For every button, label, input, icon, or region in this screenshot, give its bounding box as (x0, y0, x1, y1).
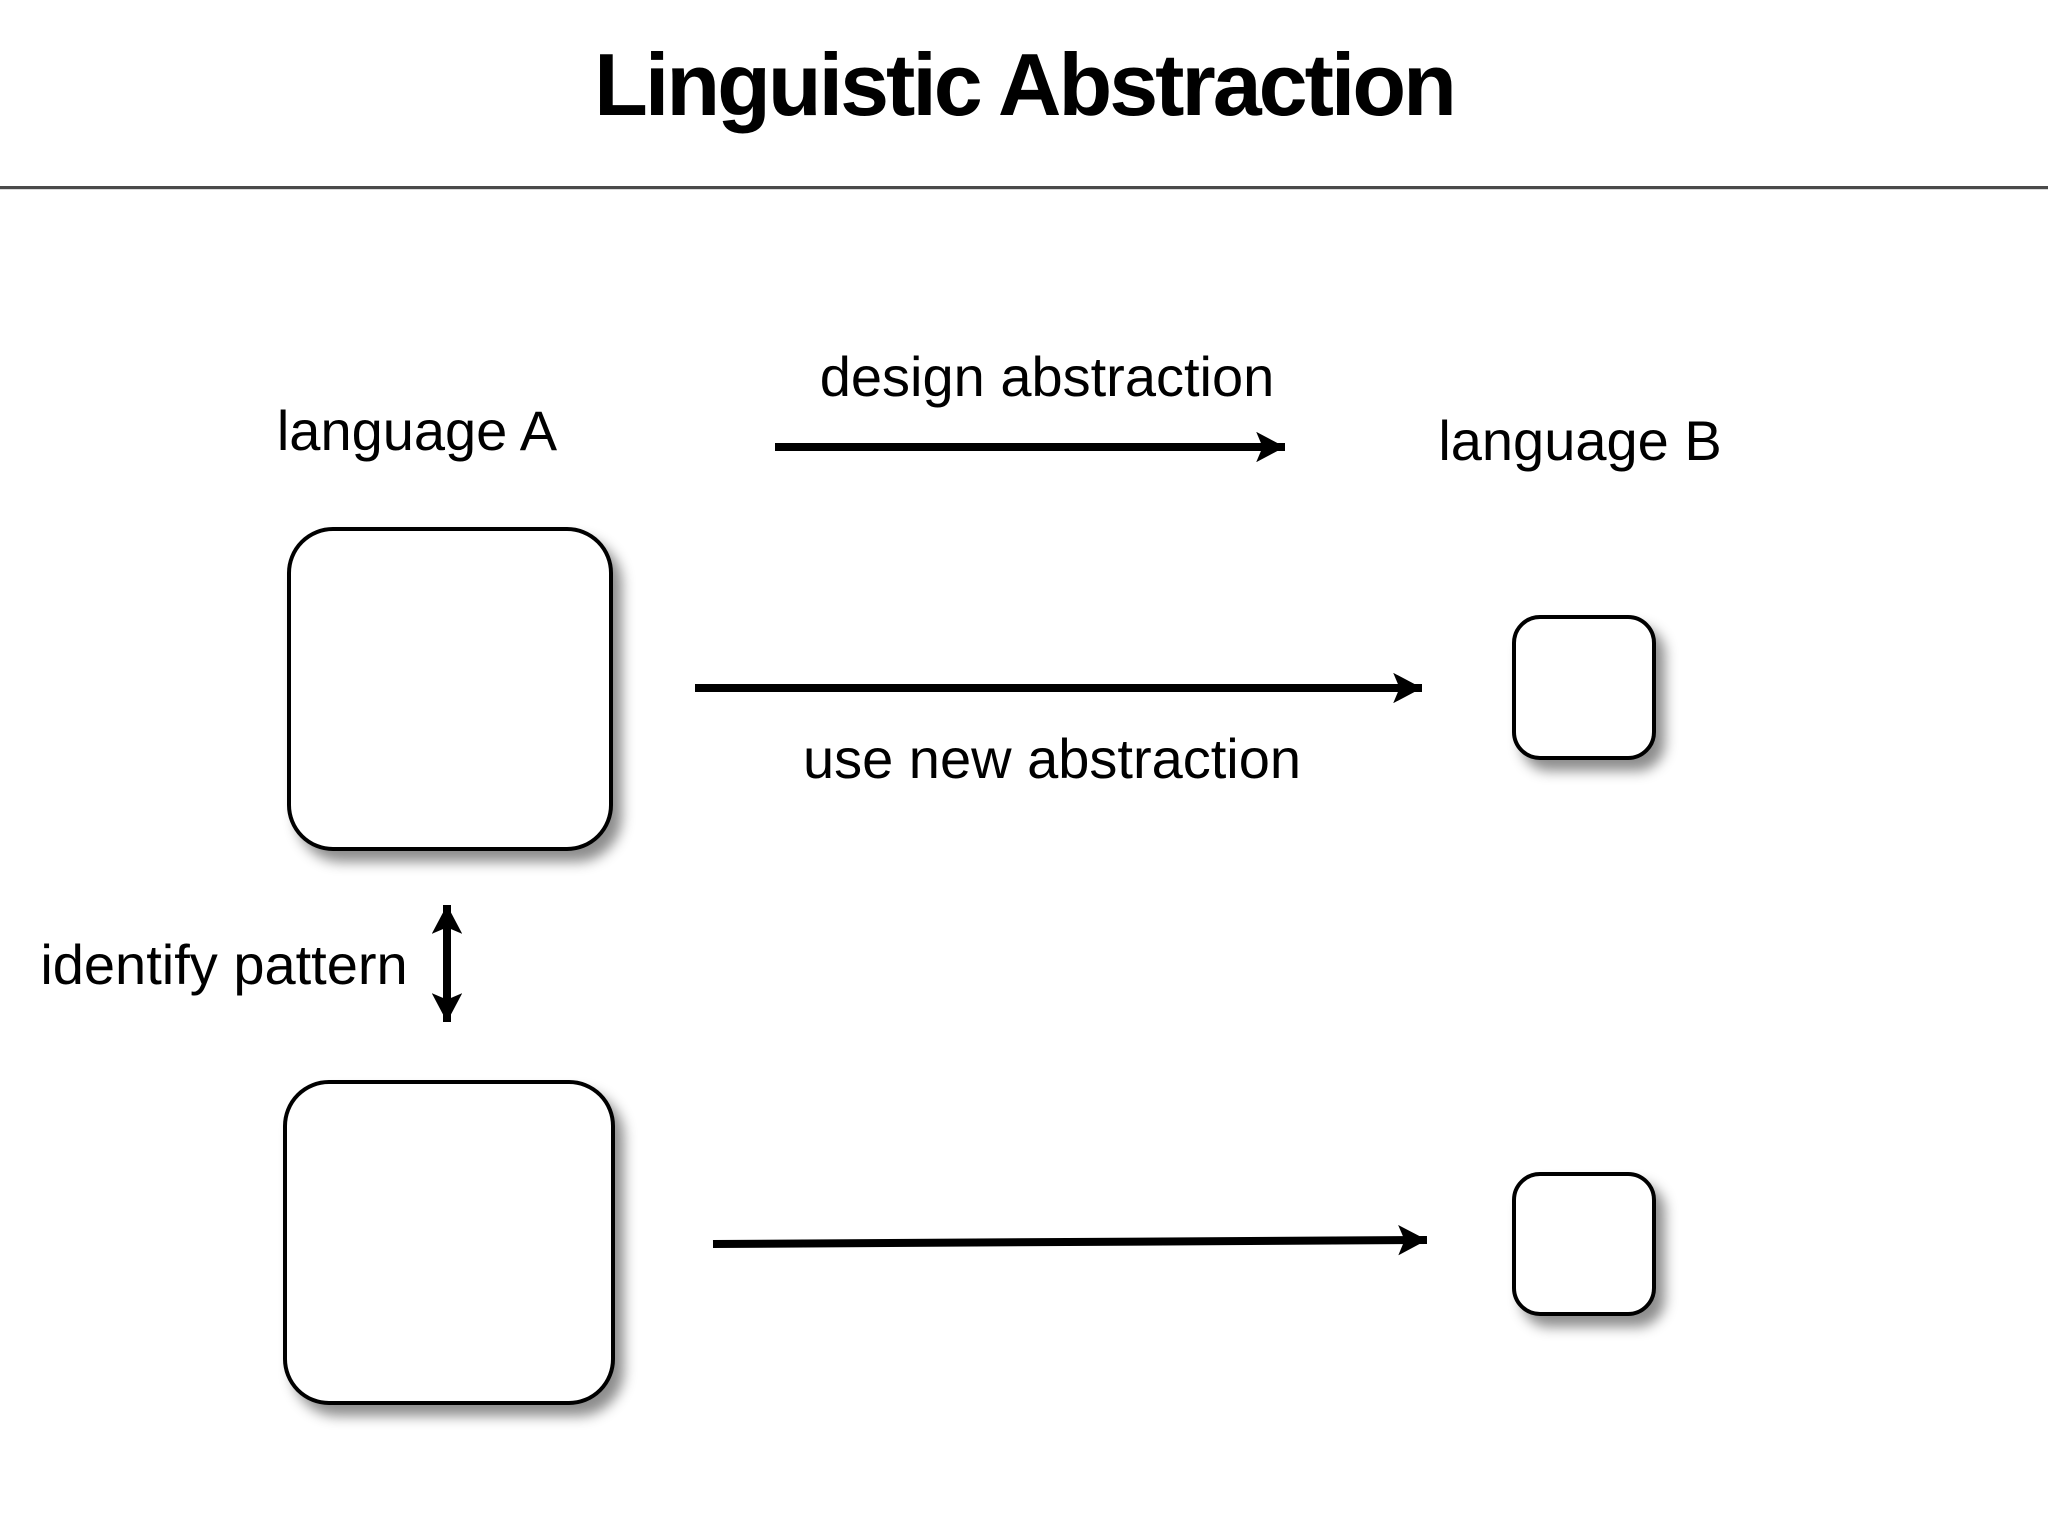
label-identify-pattern: identify pattern (40, 933, 408, 996)
node-language-a-top (287, 527, 613, 851)
node-language-a-bottom (283, 1080, 615, 1405)
node-language-b-top (1512, 615, 1656, 760)
node-language-b-bottom (1512, 1172, 1656, 1316)
title-divider (0, 186, 2048, 189)
label-language-a: language A (276, 399, 558, 462)
slide-title: Linguistic Abstraction (594, 35, 1457, 134)
label-use-new-abstraction: use new abstraction (802, 727, 1302, 790)
label-language-b: language B (1438, 409, 1722, 472)
bottom-translation-arrow (712, 1224, 1428, 1256)
label-design-abstraction: design abstraction (819, 345, 1275, 408)
